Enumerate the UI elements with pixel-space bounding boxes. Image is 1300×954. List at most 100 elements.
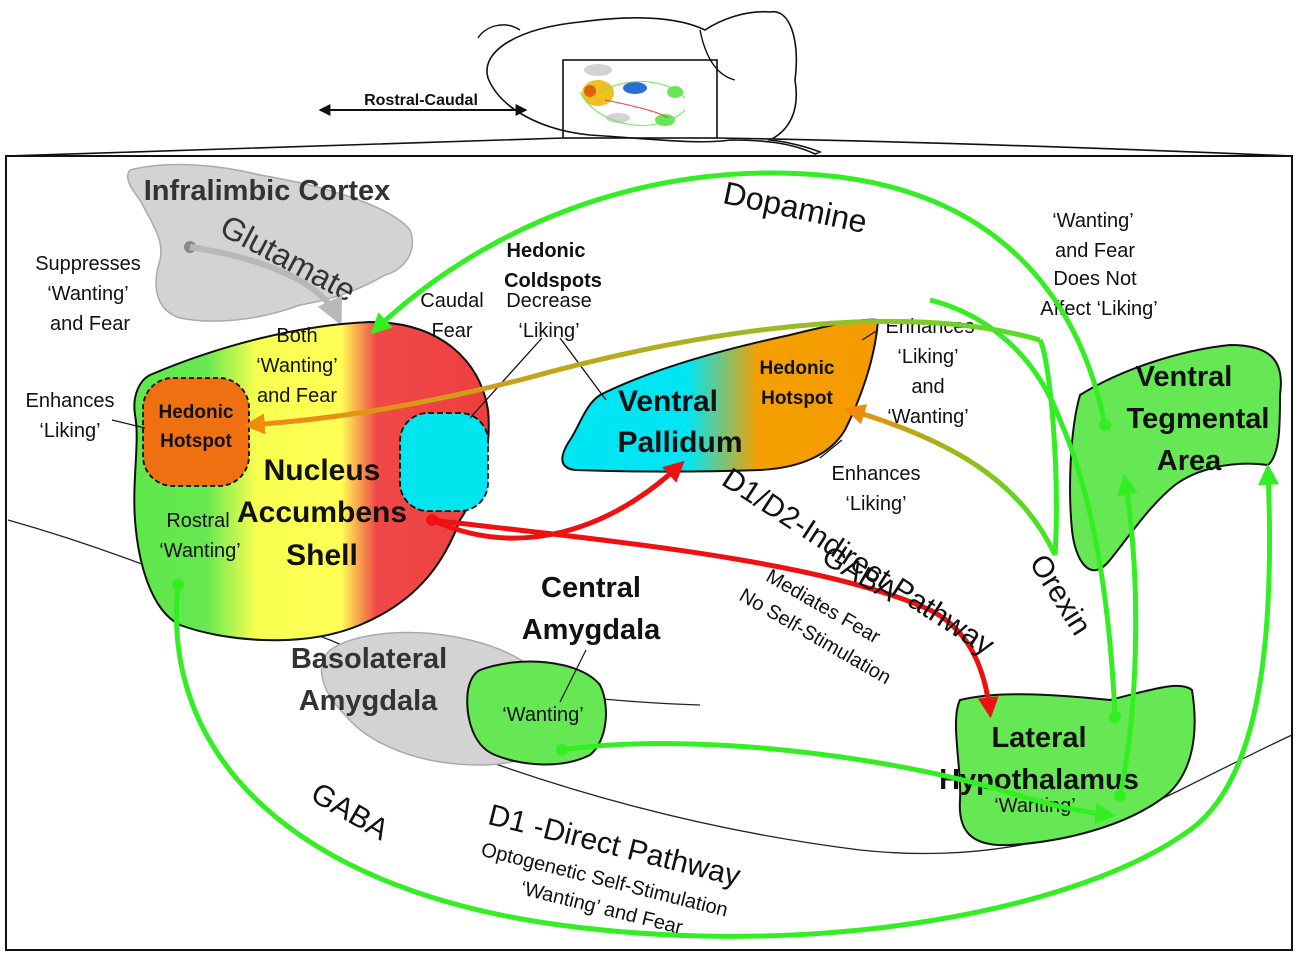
svg-text:and Fear: and Fear <box>257 385 337 407</box>
svg-text:Tegmental: Tegmental <box>1127 403 1270 435</box>
inset-mini-amygdala <box>606 113 630 123</box>
svg-text:Caudal: Caudal <box>420 290 483 312</box>
nacc-indirect-origin-dot <box>426 514 438 526</box>
coldspot-leader-lines <box>469 337 607 419</box>
inset-mini-red <box>604 99 669 119</box>
zoom-connector <box>5 137 1293 157</box>
central-amygdala-shape <box>466 660 607 766</box>
vp-enhances-right-leader <box>861 329 879 341</box>
central-amygdala-leader <box>559 649 587 703</box>
vta-note: ‘Wanting’ and Fear Does Not Affect ‘Liki… <box>1040 210 1157 320</box>
central-amygdala-wanting: ‘Wanting’ <box>502 704 584 726</box>
svg-text:Enhances: Enhances <box>832 463 921 485</box>
inset-box <box>562 59 718 139</box>
svg-text:Shell: Shell <box>286 539 358 572</box>
orexin-to-vp-pathway <box>843 404 1058 557</box>
svg-text:Decrease: Decrease <box>506 290 592 312</box>
rostral-caudal-label: Rostral-Caudal <box>364 92 478 109</box>
nacc-coldspot-shape <box>399 412 489 512</box>
brain-inset <box>477 10 823 155</box>
suppresses-note: Suppresses ‘Wanting’ and Fear <box>35 253 141 335</box>
basolateral-amygdala-title: Basolateral Amygdala <box>291 643 447 717</box>
svg-text:Hedonic: Hedonic <box>159 402 234 423</box>
svg-text:Fear: Fear <box>431 320 472 342</box>
rostral-wanting-label: Rostral ‘Wanting’ <box>159 510 241 562</box>
svg-text:Central: Central <box>541 572 641 604</box>
vp-enhances-bottom-note: Enhances ‘Liking’ <box>832 463 921 515</box>
svg-text:Ventral: Ventral <box>618 385 718 418</box>
ventral-pallidum-shape <box>561 318 880 473</box>
nacc-enhances-liking-note: Enhances ‘Liking’ <box>26 390 115 442</box>
cea-to-lh-pathway <box>561 741 1117 824</box>
svg-text:‘Liking’: ‘Liking’ <box>518 320 579 342</box>
coldspots-desc: Decrease ‘Liking’ <box>506 290 592 342</box>
lh-origin-dot <box>1109 711 1121 723</box>
vta-title: Ventral Tegmental Area <box>1127 361 1270 477</box>
inset-mini-cortex <box>584 64 612 76</box>
dopamine-pathway <box>370 170 1108 426</box>
inset-mini-vp <box>623 82 647 94</box>
svg-text:and Fear: and Fear <box>50 313 130 335</box>
svg-text:‘Liking’: ‘Liking’ <box>39 420 100 442</box>
orexin-to-nacc-pathway <box>243 318 1041 435</box>
inset-mini-vta <box>667 86 683 98</box>
svg-text:‘Wanting’: ‘Wanting’ <box>159 540 241 562</box>
svg-text:Nucleus: Nucleus <box>264 454 381 487</box>
svg-text:Does Not: Does Not <box>1053 268 1137 290</box>
orexin-to-vta-pathway <box>929 297 1118 716</box>
svg-text:and Fear: and Fear <box>1055 240 1135 262</box>
svg-text:Both: Both <box>276 325 317 347</box>
vp-hotspot-label: Hedonic Hotspot <box>760 358 835 409</box>
olfactory-line <box>477 24 521 39</box>
lh-lower-dot <box>1114 790 1126 802</box>
svg-text:Hedonic: Hedonic <box>507 240 586 262</box>
vta-shape <box>1069 343 1282 572</box>
nacc-enhances-leader <box>111 419 146 429</box>
nacc-to-vp-pathway <box>430 460 685 541</box>
svg-text:‘Wanting’: ‘Wanting’ <box>256 355 338 377</box>
nacc-to-lh-pathway <box>431 517 999 719</box>
svg-text:and: and <box>911 376 944 398</box>
svg-text:Suppresses: Suppresses <box>35 253 141 275</box>
infralimbic-cortex-title: Infralimbic Cortex <box>144 175 391 207</box>
d1-direct-pathway <box>174 463 1280 939</box>
svg-text:Accumbens: Accumbens <box>237 496 407 529</box>
central-amygdala-title: Central Amygdala <box>522 572 661 646</box>
svg-text:Coldspots: Coldspots <box>504 270 602 292</box>
svg-text:Hedonic: Hedonic <box>760 358 835 379</box>
svg-text:‘Wanting’: ‘Wanting’ <box>47 283 129 305</box>
svg-text:‘Wanting’: ‘Wanting’ <box>1052 210 1134 232</box>
caudal-fear-label: Caudal Fear <box>420 290 483 342</box>
svg-text:Lateral: Lateral <box>991 722 1086 754</box>
svg-text:Amygdala: Amygdala <box>522 614 661 646</box>
svg-text:Enhances: Enhances <box>26 390 115 412</box>
orexin-main-trunk <box>1037 338 1059 556</box>
svg-text:Ventral: Ventral <box>1136 361 1233 393</box>
coldspots-title: Hedonic Coldspots <box>504 240 602 292</box>
svg-text:Basolateral: Basolateral <box>291 643 447 675</box>
svg-text:Rostral: Rostral <box>166 510 229 532</box>
svg-text:‘Wanting’: ‘Wanting’ <box>887 406 969 428</box>
cerebellum-line <box>699 29 736 81</box>
nacc-hotspot-label: Hedonic Hotspot <box>159 402 234 452</box>
dopamine-origin-dot <box>1099 419 1111 431</box>
d1-origin-dot <box>172 579 184 591</box>
lateral-hypothalamus-shape <box>954 684 1196 847</box>
svg-text:Hotspot: Hotspot <box>160 431 232 452</box>
svg-text:‘Liking’: ‘Liking’ <box>845 493 906 515</box>
vp-enhances-bottom-leader <box>819 439 843 459</box>
lateral-hypothalamus-wanting: ‘Wanting’ <box>994 795 1076 817</box>
glutamate-arrow <box>189 244 343 326</box>
brain-contour-lower <box>429 734 1293 855</box>
svg-text:Area: Area <box>1157 445 1222 477</box>
svg-text:‘Liking’: ‘Liking’ <box>897 346 958 368</box>
svg-text:Amygdala: Amygdala <box>299 685 438 717</box>
nacc-hedonic-hotspot-shape <box>142 377 250 487</box>
svg-text:Pallidum: Pallidum <box>617 426 742 459</box>
inset-mini-hotspot <box>584 85 596 97</box>
lh-to-vta-pathway <box>1117 473 1139 796</box>
cea-origin-dot <box>556 744 568 756</box>
ventral-pallidum-title: Ventral Pallidum <box>617 385 742 459</box>
svg-text:Affect ‘Liking’: Affect ‘Liking’ <box>1040 298 1157 320</box>
